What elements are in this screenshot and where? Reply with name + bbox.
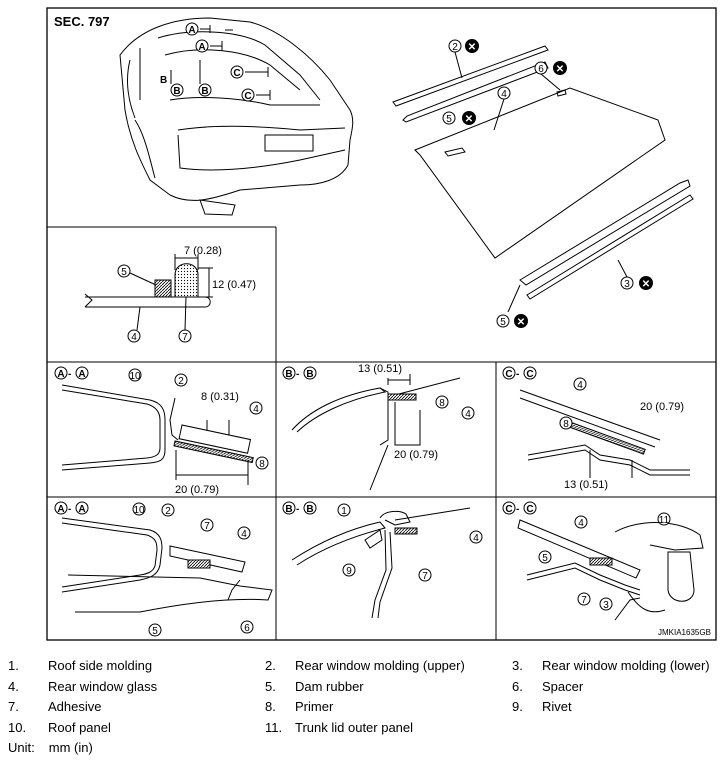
svg-text:4: 4 [577, 380, 583, 391]
section-label: SEC. 797 [54, 14, 110, 29]
svg-text:8: 8 [563, 419, 569, 430]
svg-text:5: 5 [500, 317, 506, 328]
unit-row: Unit: mm (in) [8, 740, 107, 755]
section-b-top [291, 374, 461, 491]
svg-text:8: 8 [259, 459, 265, 470]
svg-text:20 (0.79): 20 (0.79) [394, 449, 438, 461]
svg-text:A: A [57, 369, 64, 380]
svg-text:-: - [68, 504, 71, 515]
section-a-bottom [61, 517, 273, 613]
svg-text:5: 5 [121, 267, 127, 278]
section-c-top [519, 389, 690, 478]
svg-text:13 (0.51): 13 (0.51) [358, 363, 402, 375]
svg-text:5: 5 [446, 114, 452, 125]
svg-text:3: 3 [624, 279, 630, 290]
svg-text:7: 7 [204, 521, 210, 532]
car-callouts: A A B B B C C [160, 22, 271, 102]
svg-text:6: 6 [244, 623, 250, 634]
svg-text:5: 5 [152, 626, 158, 637]
svg-text:C: C [526, 504, 533, 515]
svg-text:✕: ✕ [517, 317, 525, 328]
unit-value: mm (in) [48, 740, 93, 755]
svg-text:-: - [516, 504, 519, 515]
svg-text:8 (0.31): 8 (0.31) [201, 391, 239, 403]
svg-text:13 (0.51): 13 (0.51) [564, 479, 608, 491]
svg-text:A: A [57, 504, 64, 515]
car-rear-view [119, 17, 354, 216]
section-b-bottom [291, 507, 471, 619]
svg-text:B: B [201, 86, 208, 97]
svg-text:B: B [306, 369, 313, 380]
svg-text:2: 2 [165, 506, 171, 517]
svg-text:4: 4 [253, 404, 259, 415]
unit-label: Unit: [8, 740, 35, 755]
svg-text:B: B [173, 86, 180, 97]
svg-text:-: - [296, 504, 299, 515]
svg-text:7: 7 [581, 595, 587, 606]
svg-text:1: 1 [341, 506, 347, 517]
svg-text:9: 9 [346, 566, 352, 577]
svg-text:✕: ✕ [468, 42, 476, 53]
svg-text:B: B [306, 504, 313, 515]
svg-text:10: 10 [133, 505, 145, 516]
svg-text:C: C [244, 91, 251, 102]
parts-diagram: SEC. 797 A A B B B C C [46, 7, 717, 641]
svg-text:C: C [505, 504, 512, 515]
svg-text:-: - [68, 369, 71, 380]
svg-text:4: 4 [473, 533, 479, 544]
svg-text:4: 4 [465, 409, 471, 420]
svg-text:A: A [78, 504, 85, 515]
svg-text:11: 11 [659, 515, 670, 526]
svg-text:✕: ✕ [465, 114, 473, 125]
svg-text:C: C [233, 68, 240, 79]
svg-text:8: 8 [439, 398, 445, 409]
svg-text:4: 4 [131, 332, 137, 343]
svg-text:✕: ✕ [642, 279, 650, 290]
window-callouts: 2 ✕ 6 ✕ 4 5 ✕ 3 ✕ 5 ✕ [442, 39, 653, 328]
svg-text:A: A [78, 369, 85, 380]
svg-text:C: C [526, 369, 533, 380]
svg-text:4: 4 [241, 529, 247, 540]
svg-text:6: 6 [538, 64, 544, 75]
svg-text:B: B [160, 75, 167, 86]
svg-text:2: 2 [178, 376, 184, 387]
svg-text:10: 10 [129, 371, 141, 382]
svg-text:7: 7 [182, 332, 188, 343]
svg-text:3: 3 [603, 600, 609, 611]
section-c-top-labels: 4 8 20 (0.79) 13 (0.51) [559, 377, 684, 491]
svg-text:12 (0.47): 12 (0.47) [212, 279, 256, 291]
section-b-bottom-labels: 1 4 9 7 [337, 503, 483, 582]
figure-code: JMKIA1635GB [658, 628, 711, 637]
svg-text:-: - [296, 369, 299, 380]
section-headers: A - A B - B C - C A - A B - B C - C [54, 366, 537, 515]
svg-text:-: - [516, 369, 519, 380]
section-a-top [61, 384, 254, 485]
svg-text:B: B [285, 369, 292, 380]
section-c-bottom-labels: 4 11 5 7 3 [538, 512, 671, 611]
section-a-top-labels: 10 2 4 8 8 (0.31) 20 (0.79) [128, 368, 269, 496]
svg-text:20 (0.79): 20 (0.79) [175, 484, 219, 496]
section-c-bottom [517, 519, 704, 621]
svg-text:A: A [188, 25, 195, 36]
svg-text:B: B [285, 504, 292, 515]
svg-text:C: C [505, 369, 512, 380]
adhesive-detail: 7 (0.28) 12 (0.47) 5 4 7 [84, 245, 256, 343]
svg-text:7 (0.28): 7 (0.28) [184, 245, 222, 257]
svg-text:✕: ✕ [556, 64, 564, 75]
section-b-top-labels: 13 (0.51) 20 (0.79) 8 4 [358, 363, 475, 461]
parts-legend: 1.Roof side molding 2.Rear window moldin… [8, 658, 710, 755]
svg-text:7: 7 [422, 571, 428, 582]
svg-text:5: 5 [542, 553, 548, 564]
svg-text:20 (0.79): 20 (0.79) [640, 401, 684, 413]
exploded-window [392, 45, 694, 313]
outer-frame [46, 7, 717, 641]
svg-text:4: 4 [578, 518, 584, 529]
svg-text:A: A [198, 42, 205, 53]
svg-text:4: 4 [501, 89, 507, 100]
section-a-bottom-labels: 10 2 7 4 5 6 [132, 502, 254, 637]
svg-text:2: 2 [452, 42, 458, 53]
